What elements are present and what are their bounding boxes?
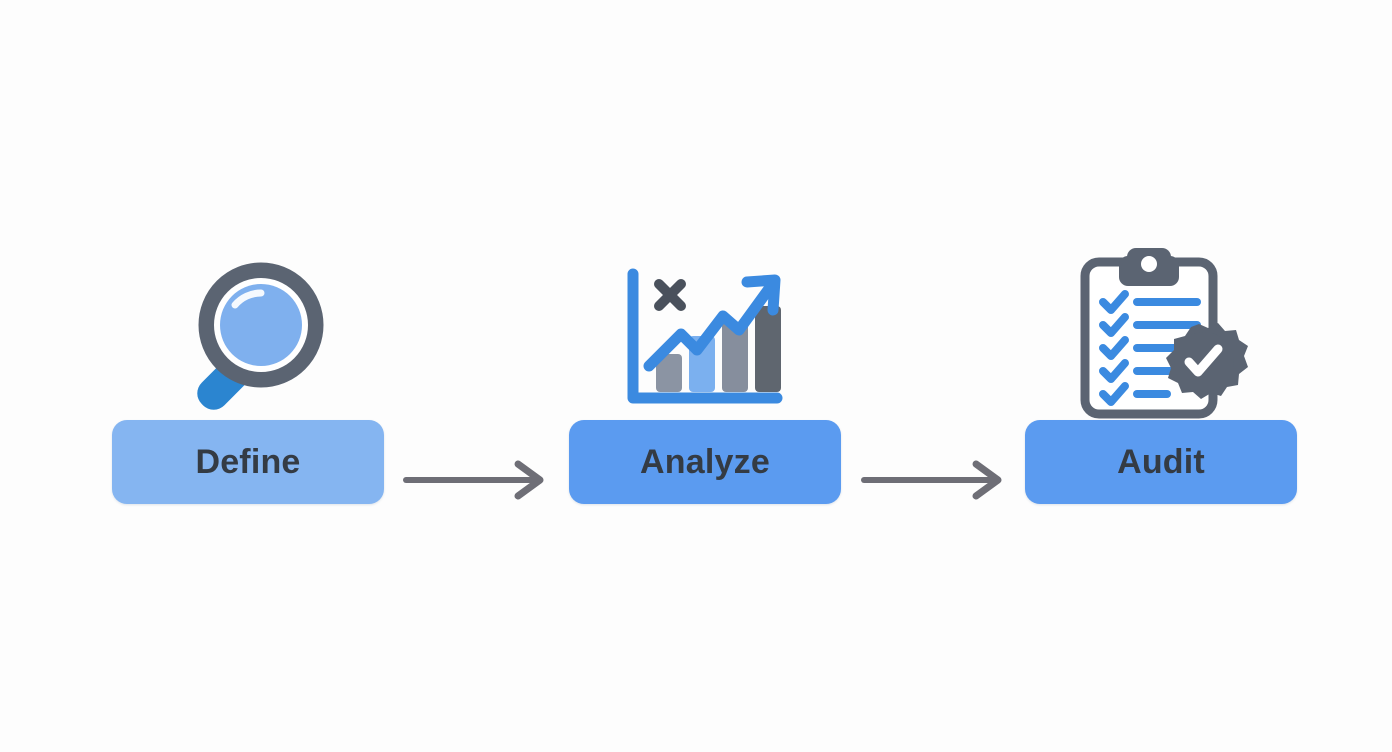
connector-arrow-define-to-analyze (400, 458, 560, 502)
step-label-define: Define (195, 443, 301, 481)
clipboard-checklist-icon (1061, 235, 1261, 420)
connector-arrow-analyze-to-audit (858, 458, 1018, 502)
step-pill-analyze[interactable]: Analyze (569, 420, 841, 504)
magnifying-glass-icon (148, 235, 348, 420)
cross-mark-icon (654, 279, 686, 311)
gear-check-badge-icon (1166, 323, 1248, 399)
process-step-define[interactable]: Define (112, 235, 384, 504)
process-step-analyze[interactable]: Analyze (569, 235, 841, 504)
step-pill-audit[interactable]: Audit (1025, 420, 1297, 504)
process-step-audit[interactable]: Audit (1025, 235, 1297, 504)
bar-chart-trend-icon (605, 235, 805, 420)
step-label-audit: Audit (1117, 443, 1205, 481)
step-pill-define[interactable]: Define (112, 420, 384, 504)
step-label-analyze: Analyze (640, 443, 770, 481)
